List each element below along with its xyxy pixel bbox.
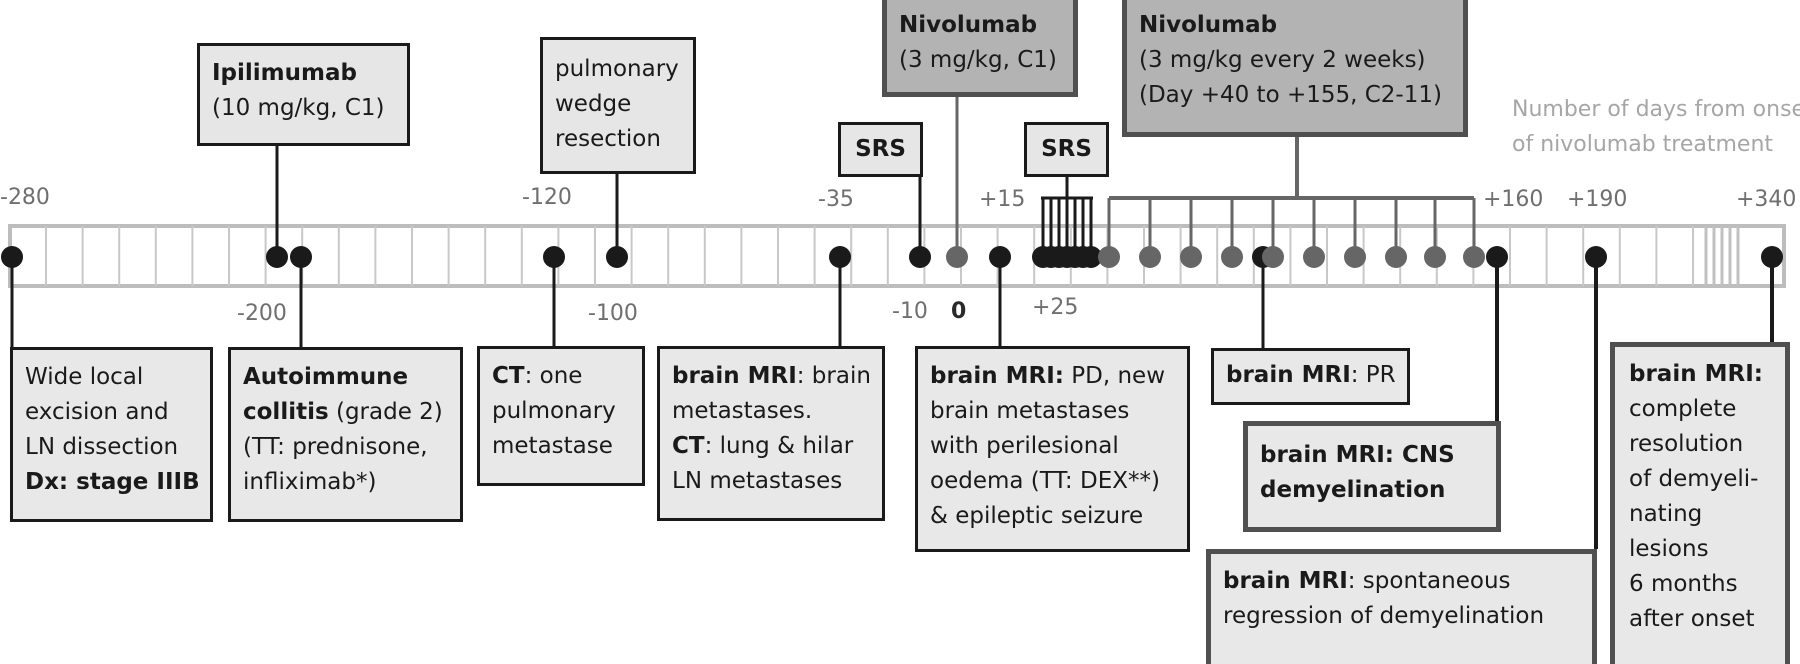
nivolumab-dose-dot	[1262, 246, 1284, 268]
tick-label: -120	[522, 185, 572, 210]
event-dot	[1761, 246, 1783, 268]
wedge-resection-box: pulmonary wedge resection	[540, 37, 696, 174]
tick-label-zero: 0	[951, 299, 967, 324]
tick-label: +340	[1736, 187, 1797, 212]
excision-box: Wide local excision and LN dissection Dx…	[10, 347, 213, 522]
axis-note: Number of days from onset of nivolumab t…	[1512, 97, 1800, 157]
event-dot	[829, 246, 851, 268]
event-dot	[266, 246, 288, 268]
event-dot	[989, 246, 1011, 268]
event-dot	[543, 246, 565, 268]
tick-label: -200	[237, 301, 287, 326]
event-dot	[606, 246, 628, 268]
event-dot	[290, 246, 312, 268]
ipilimumab-box: Ipilimumab (10 mg/kg, C1)	[197, 43, 410, 146]
ct-box: CT: one pulmonary metastase	[477, 346, 645, 486]
complete-resolution-box: brain MRI: complete resolution of demyel…	[1610, 342, 1790, 664]
regression-box: brain MRI: spontaneous regression of dem…	[1206, 549, 1597, 664]
nivolumab-dose-dot	[946, 246, 968, 268]
nivolumab-dose-dot	[1139, 246, 1161, 268]
tick-label: -10	[892, 299, 928, 324]
nivolumab-dose-dot	[1385, 246, 1407, 268]
cns-demyelination-box: brain MRI: CNS demyelination	[1243, 421, 1501, 532]
event-dot	[1585, 246, 1607, 268]
brain-mri-metastases-box: brain MRI: brain metastases. CT: lung & …	[657, 346, 885, 521]
tick-label: +25	[1032, 295, 1079, 320]
event-dot	[1486, 246, 1508, 268]
nivolumab-dose-dot	[1180, 246, 1202, 268]
srs-box-1: SRS	[838, 122, 923, 177]
autoimmune-colitis-box: Autoimmune collitis (grade 2) (TT: predn…	[228, 347, 463, 522]
tick-label: +190	[1567, 187, 1628, 212]
nivolumab-c2-11-box: Nivolumab (3 mg/kg every 2 weeks) (Day +…	[1122, 0, 1468, 137]
nivolumab-dose-dot	[1303, 246, 1325, 268]
brain-mri-pd-box: brain MRI: PD, new brain metastases with…	[915, 346, 1190, 552]
tick-label: +160	[1483, 187, 1544, 212]
nivolumab-dose-dot	[1098, 246, 1120, 268]
event-dot	[1, 246, 23, 268]
nivolumab-dose-dot	[1221, 246, 1243, 268]
tick-label: -100	[588, 301, 638, 326]
nivolumab-dose-dot	[1424, 246, 1446, 268]
nivolumab-dose-dot	[1344, 246, 1366, 268]
tick-label: -280	[0, 185, 50, 210]
srs-dot	[1080, 246, 1102, 268]
srs-box-2: SRS	[1024, 122, 1109, 177]
event-dot	[909, 246, 931, 268]
nivolumab-dose-dot	[1463, 246, 1485, 268]
nivolumab-c1-box: Nivolumab (3 mg/kg, C1)	[882, 0, 1078, 97]
tick-label: -35	[818, 187, 854, 212]
tick-label: +15	[979, 187, 1026, 212]
brain-mri-pr-box: brain MRI: PR	[1211, 348, 1410, 405]
event-markers	[1, 246, 1783, 268]
